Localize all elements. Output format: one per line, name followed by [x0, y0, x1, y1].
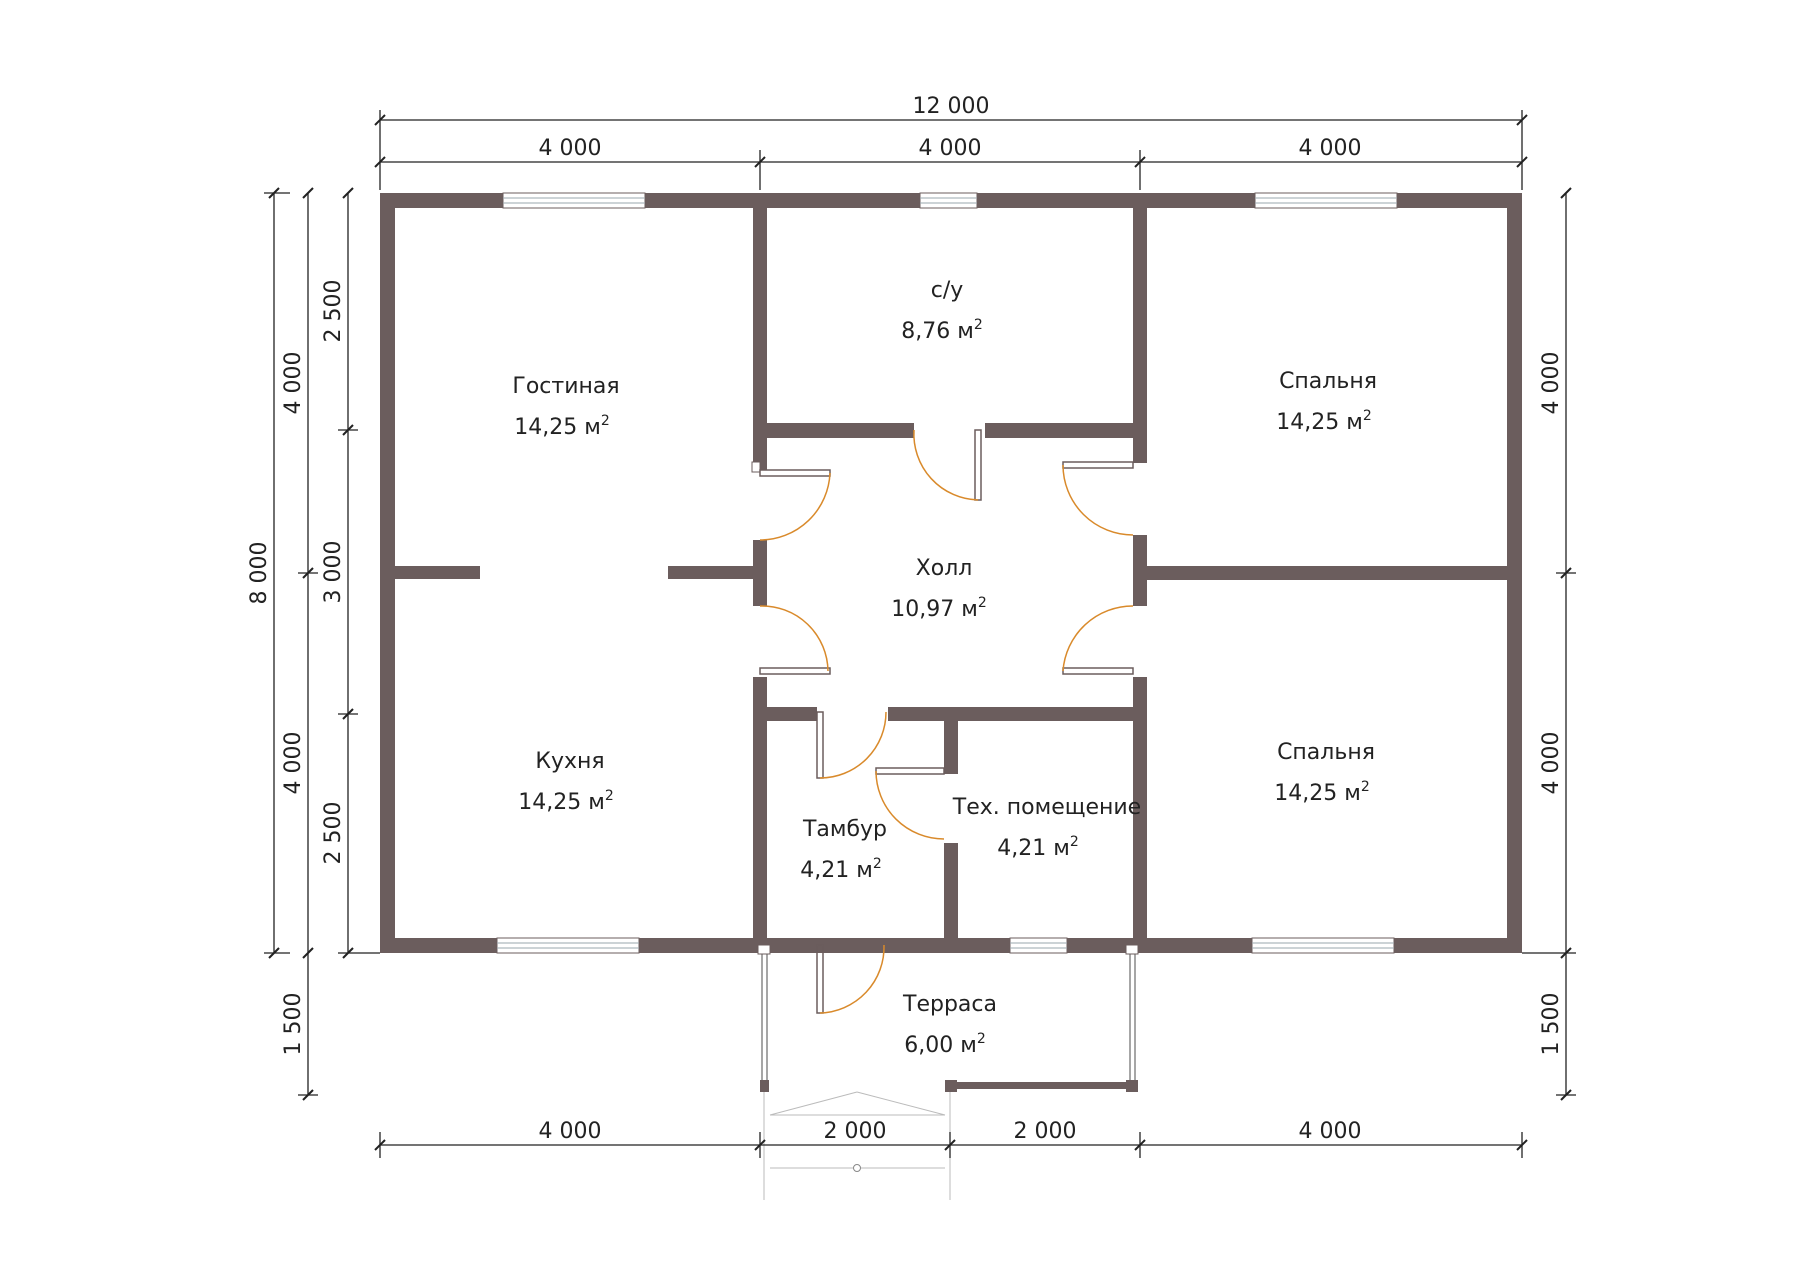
outer-wall-bottom [380, 938, 1522, 953]
wall-center-right-bottom [1133, 677, 1147, 938]
wall-hall-bottom-left [767, 707, 817, 721]
dim-bottom-3: 2 000 [1014, 1119, 1077, 1144]
room-tech-area: 4,21 м2 [997, 834, 1079, 861]
dim-left-half-1: 4 000 [281, 352, 306, 415]
wall-bedrooms-divider [1147, 566, 1507, 580]
windows [496, 192, 1398, 954]
outer-wall-left [380, 193, 395, 953]
window-top-right [1254, 192, 1398, 209]
dim-bottom-4: 4 000 [1299, 1119, 1362, 1144]
room-wc: с/у 8,76 м2 [901, 278, 983, 344]
room-living-name: Гостиная [512, 374, 619, 399]
dim-left-half-2: 4 000 [281, 732, 306, 795]
window-bottom-left [496, 937, 640, 954]
room-tech-name: Тех. помещение [952, 795, 1141, 820]
dim-top-3: 4 000 [1299, 136, 1362, 161]
terrace-rail-bottom [957, 1082, 1126, 1089]
door-kitchen [759, 605, 831, 675]
terrace-railings [757, 944, 1139, 1080]
room-hall-area: 10,97 м2 [891, 595, 987, 622]
door-bedroom-bottom [1062, 605, 1134, 675]
room-bedroom-top-area: 14,25 м2 [1276, 408, 1372, 435]
room-kitchen: Кухня 14,25 м2 [518, 749, 614, 815]
room-terrace: Терраса 6,00 м2 [902, 992, 997, 1058]
room-bedroom-top-name: Спальня [1279, 369, 1377, 394]
room-bedroom-top: Спальня 14,25 м2 [1276, 369, 1377, 435]
room-wc-area: 8,76 м2 [901, 317, 983, 344]
window-top-left [502, 192, 646, 209]
room-terrace-area: 6,00 м2 [904, 1031, 986, 1058]
window-top-center [919, 192, 978, 209]
dim-top-total: 12 000 [913, 94, 990, 119]
door-tech [875, 767, 945, 840]
dimension-lines [264, 110, 1576, 1158]
dimension-labels: 12 000 4 000 4 000 4 000 4 000 2 000 2 0… [247, 94, 1564, 1144]
room-bedroom-bottom-area: 14,25 м2 [1274, 779, 1370, 806]
wall-tamb-tech-bottom [944, 843, 958, 938]
room-vestibule: Тамбур 4,21 м2 [800, 817, 887, 883]
room-terrace-name: Терраса [902, 992, 997, 1017]
walls [380, 193, 1522, 1092]
window-bottom-right [1251, 937, 1395, 954]
outer-wall-right [1507, 193, 1522, 953]
dim-right-terrace: 1 500 [1539, 993, 1564, 1056]
door-living [751, 461, 831, 541]
dim-left-terrace: 1 500 [281, 993, 306, 1056]
room-wc-name: с/у [931, 278, 964, 303]
room-bedroom-bottom: Спальня 14,25 м2 [1274, 740, 1375, 806]
door-tambour [816, 711, 887, 779]
wall-wc-bottom-right [985, 423, 1133, 438]
wall-living-kitchen-left [395, 566, 480, 579]
dim-left-inner-1: 2 500 [321, 280, 346, 343]
terrace-stairs [763, 1091, 951, 1200]
dim-bottom-2: 2 000 [824, 1119, 887, 1144]
room-labels: Гостиная 14,25 м2 с/у 8,76 м2 Спальня 14… [512, 278, 1377, 1058]
window-bottom-tech [1009, 937, 1068, 954]
terrace-post-right [1126, 1080, 1138, 1092]
wall-hall-bottom-right [888, 707, 1133, 721]
door-bedroom-top [1062, 461, 1134, 536]
dim-left-inner-3: 2 500 [321, 802, 346, 865]
dim-right-half-2: 4 000 [1539, 732, 1564, 795]
dim-right-half-1: 4 000 [1539, 352, 1564, 415]
wall-living-kitchen-right [668, 566, 760, 579]
dim-left-total: 8 000 [247, 542, 272, 605]
room-kitchen-area: 14,25 м2 [518, 788, 614, 815]
wall-center-left-mid [753, 540, 767, 606]
wall-center-right-mid [1133, 535, 1147, 606]
room-hall-name: Холл [916, 556, 973, 581]
room-living-area: 14,25 м2 [514, 413, 610, 440]
wall-center-left-bottom [753, 677, 767, 938]
terrace-post-mid [945, 1080, 957, 1092]
dim-top-1: 4 000 [539, 136, 602, 161]
doors [751, 429, 1134, 1014]
room-tech: Тех. помещение 4,21 м2 [952, 795, 1141, 861]
room-vestibule-area: 4,21 м2 [800, 856, 882, 883]
wall-center-left-top [753, 208, 767, 470]
door-wc [913, 429, 982, 501]
wall-wc-bottom-left [767, 423, 914, 438]
dim-bottom-1: 4 000 [539, 1119, 602, 1144]
room-bedroom-bottom-name: Спальня [1277, 740, 1375, 765]
terrace-post-left [760, 1080, 769, 1092]
room-hall: Холл 10,97 м2 [891, 556, 987, 622]
door-entrance [816, 944, 885, 1014]
room-kitchen-name: Кухня [535, 749, 604, 774]
wall-tamb-tech-top [944, 721, 958, 774]
room-vestibule-name: Тамбур [802, 817, 887, 842]
wall-center-right-top [1133, 208, 1147, 463]
dim-left-inner-2: 3 000 [321, 541, 346, 604]
room-living: Гостиная 14,25 м2 [512, 374, 619, 440]
dim-top-2: 4 000 [919, 136, 982, 161]
